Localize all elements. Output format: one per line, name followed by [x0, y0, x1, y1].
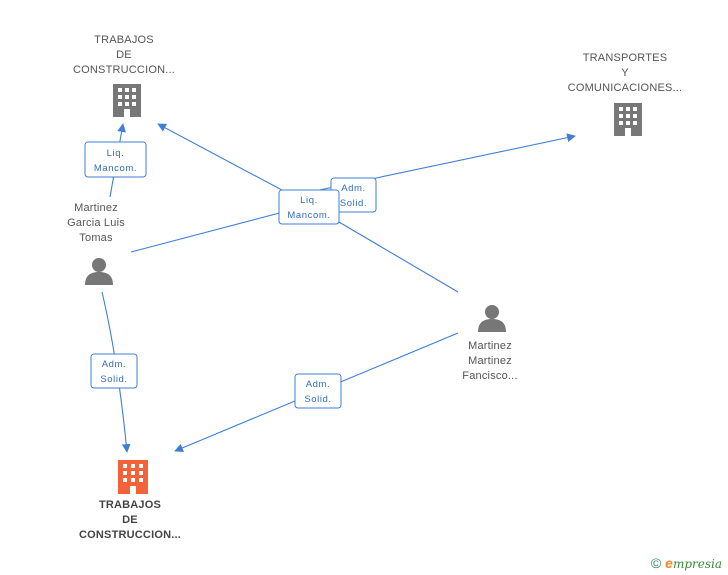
building-icon[interactable] [118, 460, 148, 494]
edge-labels: Liq. Mancom. Adm. Solid. Liq. Mancom. Ad… [84, 141, 377, 409]
edge-label-line2: Solid. [340, 198, 367, 209]
node-label-top-left-company[interactable]: TRABAJOS DE CONSTRUCCION... [73, 34, 175, 76]
node-label-top-right-company[interactable]: TRANSPORTES Y COMUNICACIONES... [567, 52, 683, 94]
edge-label-line2: Mancom. [94, 163, 137, 174]
edge-label-liq-mancom-center[interactable]: Liq. Mancom. [278, 189, 340, 225]
brand-logo-text: mpresia [672, 557, 722, 571]
edge-label-line2: Solid. [100, 374, 127, 385]
edge-label-line1: Liq. [300, 195, 318, 206]
building-icon[interactable] [113, 84, 141, 117]
edge-label-adm-solid-bottom[interactable]: Adm. Solid. [294, 373, 342, 409]
node-label-bottom-company[interactable]: TRABAJOS DE CONSTRUCCION... [79, 499, 181, 541]
edge-label-line1: Liq. [107, 148, 125, 159]
edge-label-line2: Solid. [304, 394, 331, 405]
person-icon[interactable] [478, 305, 506, 332]
node-label-person-luis[interactable]: Martinez Garcia Luis Tomas [67, 202, 125, 244]
building-icon[interactable] [614, 103, 642, 136]
edge-label-line2: Mancom. [287, 210, 330, 221]
node-label-person-francisco[interactable]: Martinez Martinez Fancisco... [462, 340, 518, 382]
footer-brand: © empresia [651, 555, 722, 571]
edge-label-liq-mancom-left[interactable]: Liq. Mancom. [84, 141, 147, 178]
edge-label-adm-solid-left[interactable]: Adm. Solid. [90, 353, 138, 389]
brand-logo[interactable]: empresia [665, 555, 722, 571]
copyright-icon: © [650, 555, 662, 571]
edge-label-adm-solid-top[interactable]: Adm. Solid. [330, 177, 377, 213]
person-icon[interactable] [85, 258, 113, 285]
edge-label-line1: Adm. [306, 379, 331, 390]
edge-label-line1: Adm. [102, 359, 127, 370]
brand-logo-e: e [665, 555, 673, 571]
edge-label-line1: Adm. [341, 183, 366, 194]
